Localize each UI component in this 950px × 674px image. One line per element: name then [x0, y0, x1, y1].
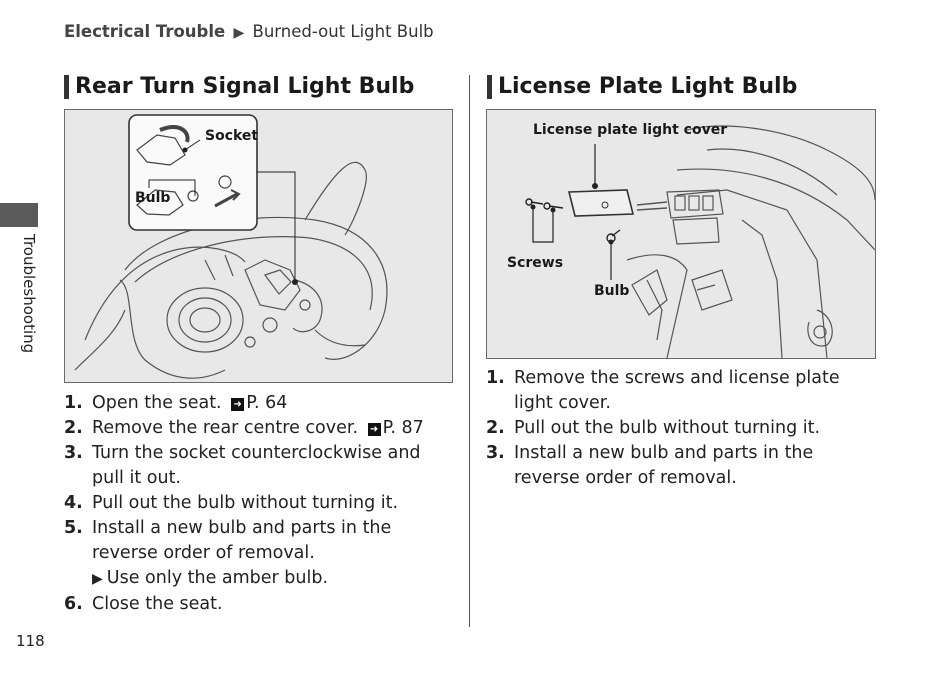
side-tab-marker — [0, 203, 38, 227]
step-text: Remove the screws and license plate ligh… — [514, 368, 840, 413]
side-tab-label: Troubleshooting — [20, 234, 38, 354]
step-number: 1. — [486, 368, 505, 388]
list-item: 2. Pull out the bulb without turning it. — [486, 416, 876, 441]
section-title-text: License Plate Light Bulb — [498, 74, 798, 99]
license-plate-drawing — [525, 125, 875, 358]
rear-turn-signal-illustration: Socket Bulb — [64, 109, 453, 383]
step-text: Open the seat. — [92, 393, 222, 413]
column-divider — [469, 75, 470, 627]
breadcrumb-current: Burned-out Light Bulb — [252, 22, 434, 41]
step-number: 1. — [64, 393, 83, 413]
step-text: Install a new bulb and parts in the reve… — [92, 518, 392, 563]
page-number: 118 — [16, 632, 45, 650]
step-number: 3. — [64, 443, 83, 463]
list-item: 5. Install a new bulb and parts in the r… — [64, 516, 454, 592]
screws-label: Screws — [507, 255, 564, 271]
license-plate-illustration: License plate light cover Screws Bulb — [486, 109, 876, 359]
list-item: 4. Pull out the bulb without turning it. — [64, 491, 454, 516]
step-text: Remove the rear centre cover. — [92, 418, 359, 438]
step-text: Turn the socket counterclockwise and pul… — [92, 443, 421, 488]
list-item: 1. Remove the screws and license plate l… — [486, 366, 876, 416]
breadcrumb-arrow-icon: ▶ — [233, 25, 245, 41]
step-number: 6. — [64, 594, 83, 614]
step-number: 4. — [64, 493, 83, 513]
rear-turn-signal-drawing — [74, 114, 388, 379]
socket-label: Socket — [205, 128, 259, 144]
step-text: Install a new bulb and parts in the reve… — [514, 443, 814, 488]
step-note: ▶Use only the amber bulb. — [92, 566, 454, 592]
step-text: Pull out the bulb without turning it. — [92, 493, 399, 513]
list-item: 6. Close the seat. — [64, 592, 454, 617]
list-item: 3. Install a new bulb and parts in the r… — [486, 441, 876, 491]
step-text: Pull out the bulb without turning it. — [514, 418, 821, 438]
list-item: 2. Remove the rear centre cover. ➜P. 87 — [64, 416, 454, 441]
left-steps-list: 1. Open the seat. ➜P. 64 2. Remove the r… — [64, 391, 454, 617]
note-text: Use only the amber bulb. — [106, 568, 329, 588]
note-arrow-icon: ▶ — [92, 571, 103, 587]
list-item: 3. Turn the socket counterclockwise and … — [64, 441, 454, 491]
license-plate-cover-label: License plate light cover — [533, 122, 728, 138]
step-number: 3. — [486, 443, 505, 463]
list-item: 1. Open the seat. ➜P. 64 — [64, 391, 454, 416]
title-bar-icon — [64, 74, 69, 99]
bulb-label: Bulb — [135, 190, 171, 206]
page-reference-icon: ➜ — [231, 398, 245, 411]
step-number: 5. — [64, 518, 83, 538]
page-reference-link[interactable]: P. 64 — [246, 393, 288, 413]
step-number: 2. — [64, 418, 83, 438]
section-title-license-plate: License Plate Light Bulb — [487, 74, 797, 99]
section-title-rear-turn-signal: Rear Turn Signal Light Bulb — [64, 74, 414, 99]
title-bar-icon — [487, 74, 492, 99]
page-reference-link[interactable]: P. 87 — [382, 418, 424, 438]
breadcrumb-parent: Electrical Trouble — [64, 22, 226, 41]
bulb-label: Bulb — [594, 283, 630, 299]
page-reference-icon: ➜ — [367, 423, 381, 436]
breadcrumb: Electrical Trouble ▶ Burned-out Light Bu… — [64, 22, 434, 41]
right-steps-list: 1. Remove the screws and license plate l… — [486, 366, 876, 491]
step-number: 2. — [486, 418, 505, 438]
step-text: Close the seat. — [92, 594, 223, 614]
section-title-text: Rear Turn Signal Light Bulb — [75, 74, 415, 99]
